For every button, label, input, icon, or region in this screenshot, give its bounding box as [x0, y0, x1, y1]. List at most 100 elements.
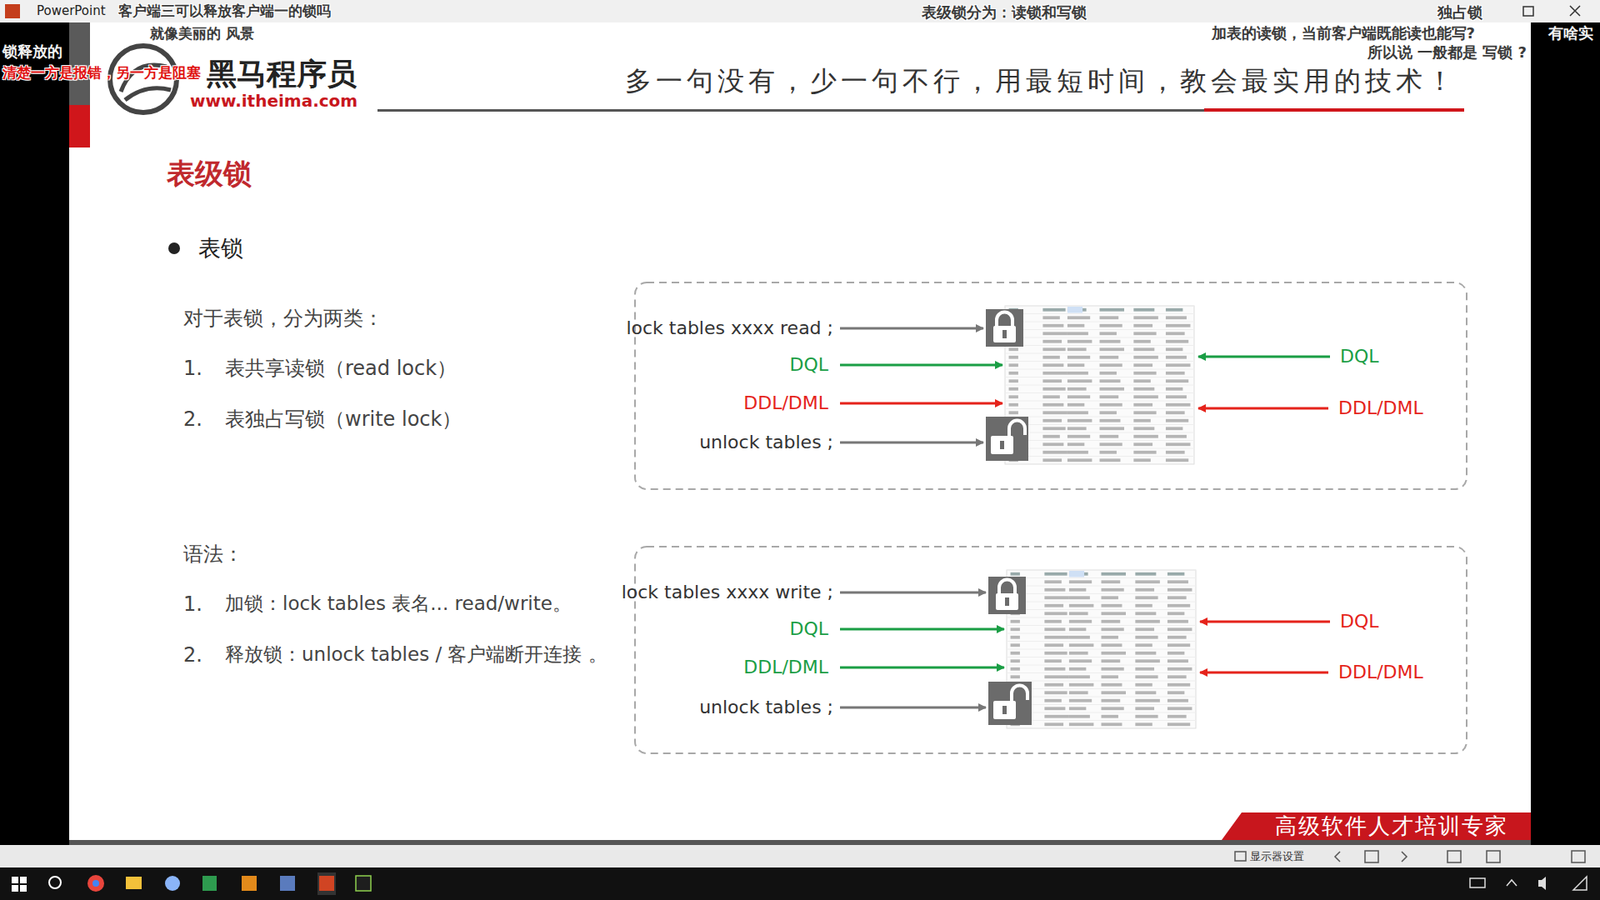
table-cell: [1100, 347, 1125, 351]
table-highlight: [1069, 570, 1085, 578]
table-cell: [1044, 699, 1061, 703]
table-cell: [1165, 419, 1189, 423]
list-number: 1.: [183, 592, 203, 617]
table-row: [1005, 408, 1195, 410]
table-image: [1005, 305, 1195, 465]
table-cell: [1100, 458, 1121, 462]
operation-label: DQL: [789, 618, 829, 640]
operation-label: DDL/DML: [1338, 397, 1424, 420]
table-cell: [1165, 410, 1185, 415]
table-cell: [1101, 659, 1121, 663]
table-cell: [1044, 611, 1067, 615]
table-cell: [1101, 595, 1119, 600]
table-cell: [1167, 699, 1189, 703]
table-cell: [1067, 324, 1085, 328]
side-block: [69, 22, 90, 105]
table-cell: [1167, 595, 1187, 600]
table-cell: [1100, 395, 1120, 399]
table-cell: [1135, 715, 1158, 719]
table-cell: [1010, 620, 1020, 624]
table-cell: [1167, 643, 1190, 647]
table-cell: [1133, 435, 1159, 439]
table-cell: [1044, 651, 1067, 655]
table-cell: [1067, 340, 1093, 344]
table-cell: [1069, 595, 1090, 600]
table-cell: [1133, 426, 1155, 430]
danmaku-comment: 加表的读锁，当前客户端既能读也能写?: [1211, 24, 1475, 43]
table-row: [1005, 448, 1195, 450]
table-cell: [1069, 675, 1090, 679]
list-item: 加锁：lock tables 表名... read/write。: [225, 592, 572, 616]
table-cell: [1067, 442, 1085, 446]
table-row: [1006, 633, 1196, 635]
status-text: 显示器设置: [1250, 850, 1305, 864]
table-row: [1006, 609, 1196, 610]
list-item: 表独占写锁（write lock）: [225, 407, 462, 432]
table-cell: [1167, 635, 1187, 640]
table-cell: [1069, 635, 1090, 640]
table-cell: [1044, 675, 1070, 679]
table-cell: [1167, 572, 1185, 576]
search-icon: [49, 876, 61, 889]
table-cell: [1167, 667, 1193, 671]
table-cell: [1100, 331, 1117, 335]
footer-banner: [1221, 812, 1531, 840]
sql-statement: lock tables xxxx read ;: [625, 317, 834, 340]
table-cell: [1101, 627, 1125, 631]
status-icon: [1571, 850, 1585, 863]
table-cell: [1042, 324, 1064, 328]
sql-statement: lock tables xxxx write ;: [621, 581, 834, 604]
close-button: [1570, 5, 1580, 16]
table-cell: [1100, 308, 1125, 312]
table-cell: [1042, 387, 1065, 391]
table-cell: [1101, 715, 1119, 719]
arrow: [1200, 620, 1330, 624]
table-cell: [1010, 659, 1020, 663]
table-cell: [1067, 331, 1089, 335]
status-bar: [0, 845, 1600, 868]
table-cell: [1042, 458, 1062, 462]
table-cell: [1044, 595, 1070, 600]
danmaku-comment: 客户端三可以释放客户端一的锁吗: [118, 2, 331, 20]
tray-icon: [1470, 878, 1485, 888]
danmaku-comment: 所以说 一般都是 写锁 ?: [1367, 43, 1527, 62]
table-row: [1005, 305, 1195, 307]
table-cell: [1165, 435, 1187, 439]
table-cell: [1135, 635, 1158, 640]
table-cell: [1067, 355, 1090, 360]
table-cell: [1069, 588, 1086, 592]
volume-icon: [1538, 876, 1546, 890]
slide-background: [69, 22, 1531, 840]
table-cell: [1044, 690, 1067, 695]
table-cell: [1044, 706, 1065, 710]
table-cell: [1165, 340, 1189, 344]
side-block: [69, 105, 90, 148]
powerpoint-icon: [319, 875, 335, 891]
table-cell: [1133, 403, 1153, 407]
danmaku-comment: 清楚一方是报错，另一方是阻塞: [2, 64, 201, 81]
danmaku-comment: 独占锁: [1437, 3, 1483, 22]
table-cell: [1135, 604, 1152, 608]
arrow: [840, 591, 986, 595]
table-cell: [1135, 722, 1152, 726]
operation-label: DDL/DML: [743, 392, 829, 415]
table-cell: [1100, 426, 1125, 430]
table-cell: [1010, 651, 1020, 655]
bullet-heading: 表锁: [198, 235, 244, 262]
table-cell: [1067, 419, 1093, 423]
table-cell: [1101, 706, 1125, 710]
table-cell: [1100, 410, 1117, 415]
operation-label: DDL/DML: [743, 656, 829, 679]
table-highlight: [1067, 306, 1083, 314]
header-rule: [377, 109, 1205, 112]
arrow: [840, 364, 1003, 367]
table-cell: [1069, 580, 1092, 584]
list-number: 2.: [183, 643, 203, 668]
table-row: [1005, 321, 1195, 323]
table-cell: [1165, 403, 1191, 407]
table-cell: [1067, 347, 1087, 351]
table-cell: [1067, 435, 1090, 439]
table-cell: [1010, 627, 1020, 631]
table-cell: [1042, 315, 1060, 320]
table-cell: [1101, 580, 1121, 584]
